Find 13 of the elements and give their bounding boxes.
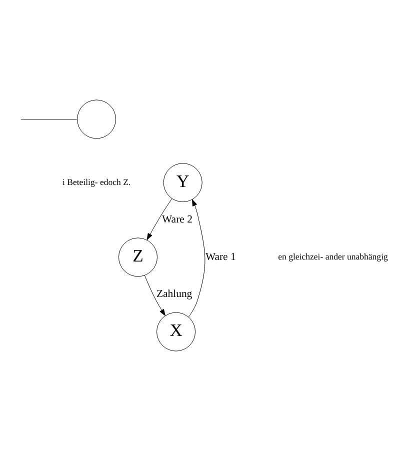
- edge-label: Ware 1: [205, 250, 236, 263]
- arrow: [146, 198, 172, 240]
- arrow: [144, 275, 166, 316]
- arrow: [188, 199, 206, 318]
- node-circle: Z: [118, 238, 158, 277]
- edge-label: Zahlung: [156, 288, 192, 300]
- connector: [20, 118, 78, 120]
- node-circle: X: [156, 312, 196, 352]
- label: en gleichzei- ander unabhängig: [278, 251, 388, 262]
- edge-label: Ware 2: [162, 214, 192, 226]
- label: i Beteilig- edoch Z.: [62, 176, 131, 187]
- node-circle: [77, 100, 116, 139]
- node-circle: Y: [163, 163, 202, 202]
